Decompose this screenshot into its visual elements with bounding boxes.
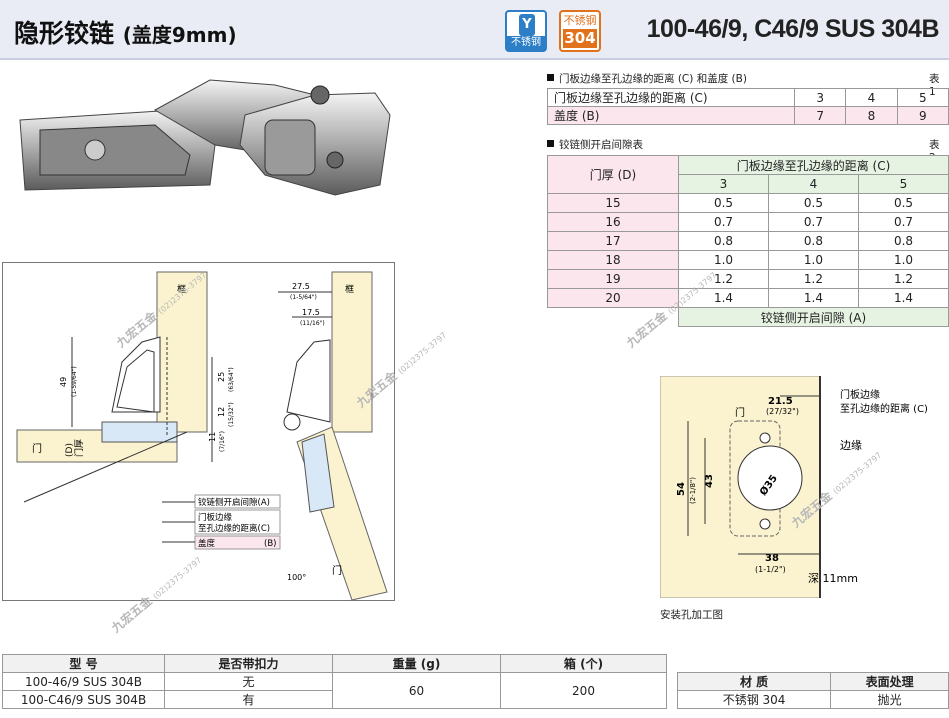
svg-text:27.5: 27.5: [292, 282, 310, 291]
svg-text:深 11mm: 深 11mm: [808, 572, 858, 585]
svg-text:门: 门: [32, 442, 42, 455]
svg-text:(D): (D): [65, 443, 75, 457]
svg-text:43: 43: [704, 474, 715, 488]
svg-text:38: 38: [765, 553, 779, 564]
page-title: 隐形铰链 (盖度9mm): [14, 19, 237, 48]
svg-text:25: 25: [217, 372, 226, 382]
svg-text:铰链侧开启间隙(A): 铰链侧开启间隙(A): [198, 497, 270, 508]
svg-text:边缘: 边缘: [840, 439, 862, 452]
svg-text:门板边缘: 门板边缘: [840, 388, 880, 401]
svg-text:门: 门: [332, 564, 342, 577]
svg-text:54: 54: [676, 482, 687, 496]
svg-text:框: 框: [345, 283, 354, 295]
table2-caption: 铰链侧开启间隙表: [547, 137, 643, 152]
svg-text:至孔边缘的距离(C): 至孔边缘的距离(C): [198, 523, 270, 534]
stainless-steel-icon: Y: [519, 14, 535, 36]
table2-footer: 铰链侧开启间隙 (A): [678, 307, 949, 327]
svg-text:(2-1/8"): (2-1/8"): [689, 477, 697, 504]
hinge-photo: [19, 79, 391, 196]
table1-caption: 门板边缘至孔边缘的距离 (C) 和盖度 (B): [547, 71, 747, 86]
svg-text:100°: 100°: [287, 573, 306, 582]
svg-text:(11/16"): (11/16"): [300, 320, 325, 327]
svg-text:17.5: 17.5: [302, 308, 320, 317]
svg-text:(7/16"): (7/16"): [219, 431, 226, 452]
svg-text:(1-1/2"): (1-1/2"): [755, 565, 786, 574]
svg-text:49: 49: [59, 377, 68, 387]
drill-hole-diagram: 门 21.5 (27/32") 门板边缘 至孔边缘的距离 (C) 边缘 54 (…: [660, 376, 928, 598]
svg-text:至孔边缘的距离 (C): 至孔边缘的距离 (C): [840, 402, 928, 415]
svg-text:12: 12: [217, 407, 226, 417]
model-number: 100-46/9, C46/9 SUS 304B: [646, 15, 940, 43]
svg-text:(B): (B): [264, 539, 276, 549]
svg-text:框: 框: [177, 283, 186, 295]
svg-text:盖度: 盖度: [198, 538, 216, 549]
drill-diagram-caption: 安装孔加工图: [660, 609, 723, 621]
svg-text:(27/32"): (27/32"): [766, 407, 799, 416]
svg-text:门: 门: [735, 406, 745, 419]
svg-text:(15/32"): (15/32"): [228, 402, 235, 427]
svg-text:(1-59/64"): (1-59/64"): [71, 366, 78, 397]
svg-text:门板边缘: 门板边缘: [198, 512, 233, 523]
svg-text:门厚: 门厚: [73, 439, 85, 457]
svg-text:(1-5/64"): (1-5/64"): [290, 294, 317, 301]
svg-text:(63/64"): (63/64"): [228, 367, 235, 392]
svg-text:21.5: 21.5: [768, 396, 793, 407]
hinge-dimension-drawing: 框 门 (D) 门厚 49 (1-59/64") 25 (63/64") 12 …: [2, 262, 395, 601]
